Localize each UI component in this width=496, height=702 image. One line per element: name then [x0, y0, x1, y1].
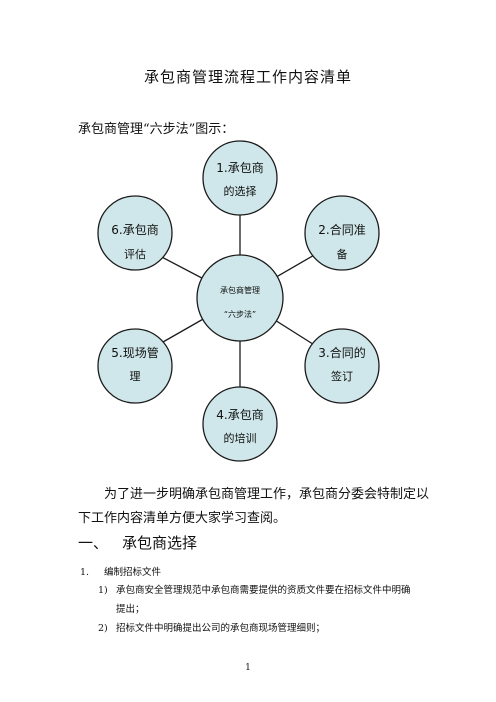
sub-item-1-line1: 承包商安全管理规范中承包商需要提供的资质文件要在招标文件中明确: [116, 585, 411, 596]
page-number: 1: [245, 663, 251, 673]
sub-item-2-number: 2): [98, 623, 108, 634]
sub-item-2-line1: 招标文件中明确提出公司的承包商现场管理细则；: [116, 623, 326, 634]
node-1-line2: 的选择: [224, 184, 257, 198]
center-node: 承包商管理 “六步法”: [196, 254, 284, 342]
sub-item-1-number: 1): [98, 585, 108, 596]
six-step-diagram: 承包商管理 “六步法” 1.承包商 的选择 2.合同准 备 3.合同的 签订 4…: [97, 140, 380, 462]
node-1-line1: 1.承包商: [216, 160, 263, 175]
node-5-line1: 5.现场管: [111, 345, 158, 360]
node-3: 3.合同的 签订: [304, 328, 380, 404]
node-3-line1: 3.合同的: [318, 345, 365, 360]
node-4-line1: 4.承包商: [216, 407, 263, 422]
section-number: 一、: [78, 534, 109, 552]
list-item: 1. 编制招标文件: [80, 564, 161, 578]
node-2-line1: 2.合同准: [318, 222, 365, 237]
node-6-line1: 6.承包商: [111, 222, 158, 237]
node-2: 2.合同准 备: [304, 195, 380, 271]
sub-item-1: 1) 承包商安全管理规范中承包商需要提供的资质文件要在招标文件中明确 提出；: [98, 581, 440, 619]
center-line2: “六步法”: [224, 309, 256, 319]
node-4-line2: 的培训: [224, 431, 257, 445]
node-3-line2: 签订: [331, 369, 353, 383]
center-line1: 承包商管理: [220, 285, 260, 295]
node-5-line2: 理: [130, 370, 141, 383]
node-1: 1.承包商 的选择: [202, 140, 278, 216]
node-2-line2: 备: [337, 247, 348, 261]
intro-paragraph: 为了进一步明确承包商管理工作，承包商分委会特制定以下工作内容清单方便大家学习查阅…: [78, 487, 430, 526]
node-4: 4.承包商 的培训: [202, 386, 278, 462]
section-heading: 一、承包商选择: [78, 532, 197, 553]
node-6-line2: 评估: [124, 248, 146, 261]
node-5: 5.现场管 理: [97, 328, 173, 404]
diagram-intro: 承包商管理“六步法”图示：: [78, 122, 235, 137]
sub-item-2: 2) 招标文件中明确提出公司的承包商现场管理细则；: [98, 619, 440, 638]
sub-item-1-line2: 提出；: [116, 604, 145, 615]
section-title: 承包商选择: [122, 534, 198, 552]
item-text: 编制招标文件: [104, 567, 162, 578]
document-title: 承包商管理流程工作内容清单: [143, 68, 352, 86]
node-6: 6.承包商 评估: [97, 195, 173, 271]
item-number: 1.: [80, 567, 90, 578]
